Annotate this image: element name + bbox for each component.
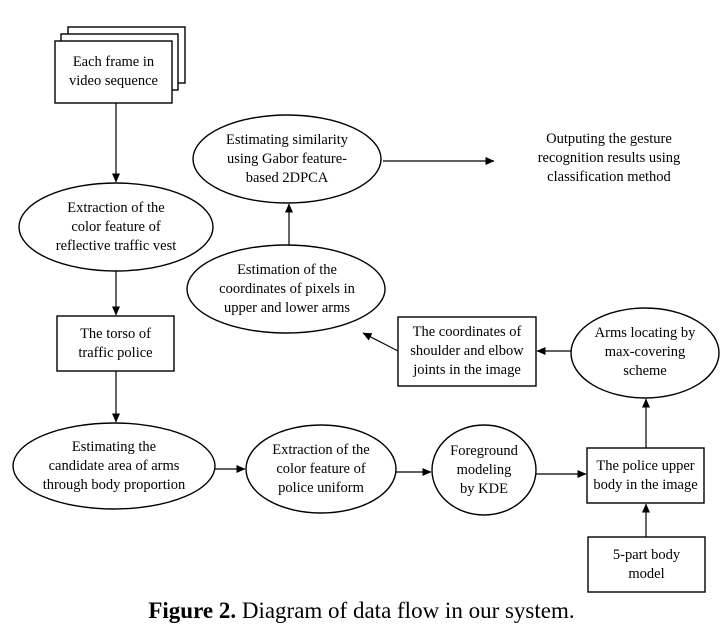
node-label-foreground: Foreground modeling by KDE [450, 442, 518, 497]
video-frames-stack-shape [54, 26, 186, 104]
figure-caption-label: Figure 2. [148, 598, 237, 623]
figure-caption-text: Diagram of data flow in our system. [236, 598, 575, 623]
joint-coords-shape [397, 316, 537, 387]
node-label-extract-uniform: Extraction of the color feature of polic… [272, 441, 370, 496]
arm-pixels-shape [186, 244, 386, 334]
node-label-arms-locating: Arms locating by max-covering scheme [594, 324, 696, 379]
extract-uniform-shape [245, 424, 397, 514]
body-model-shape [587, 536, 706, 593]
node-label-output: Outputing the gesture recognition result… [537, 130, 681, 185]
node-label-candidate-arms: Estimating the candidate area of arms th… [42, 438, 186, 493]
similarity-shape [192, 114, 382, 204]
node-label-torso: The torso of traffic police [78, 325, 153, 361]
candidate-arms-shape [12, 422, 216, 510]
arms-locating-shape [570, 307, 720, 399]
upper-body-shape [586, 447, 705, 504]
edge-joints-to-armpixels [362, 332, 399, 352]
foreground-shape [431, 424, 537, 516]
node-label-joint-coords: The coordinates of shoulder and elbow jo… [410, 324, 524, 378]
figure-caption: Figure 2. Diagram of data flow in our sy… [0, 598, 723, 624]
node-label-similarity: Estimating similarity using Gabor featur… [225, 131, 349, 186]
node-label-body-model: 5-part body model [612, 546, 681, 582]
node-label-arm-pixels: Estimation of the coordinates of pixels … [219, 261, 355, 316]
node-label-upper-body: The police upper body in the image [593, 457, 698, 493]
node-label-extract-vest: Extraction of the color feature of refle… [55, 199, 177, 254]
node-label-frames: Each frame in video sequence [69, 54, 158, 89]
